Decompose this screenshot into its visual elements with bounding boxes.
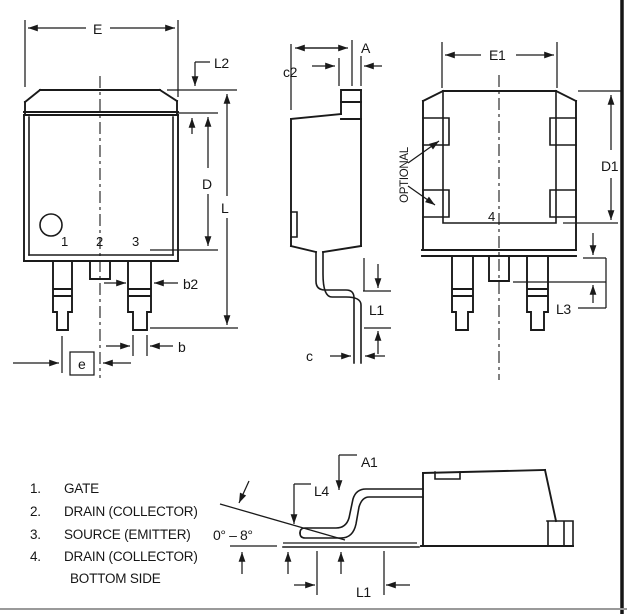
legend-label-4: DRAIN (COLLECTOR) — [64, 549, 198, 564]
profile-view: A1 L4 0° – 8° L1 — [213, 454, 574, 600]
pin-legend: 1. GATE 2. DRAIN (COLLECTOR) 3. SOURCE (… — [30, 481, 198, 586]
legend-num-2: 2. — [30, 504, 41, 519]
front-body-outline — [23, 88, 179, 262]
legend-num-1: 1. — [30, 481, 41, 496]
dim-label-L: L — [221, 200, 229, 216]
legend-label-3: SOURCE (EMITTER) — [64, 527, 191, 542]
back-view: E1 OPTIONAL 4 D1 — [399, 42, 621, 380]
front-dimensions: E L2 D L b2 b e — [13, 20, 238, 376]
dim-label-E1: E1 — [489, 47, 506, 63]
pin-number-1: 1 — [61, 234, 68, 249]
legend-num-3: 3. — [30, 527, 41, 542]
dim-label-c2: c2 — [283, 64, 298, 80]
pin-number-4: 4 — [488, 209, 495, 224]
side-lead-dimensions: L1 c — [306, 258, 391, 364]
profile-dimensions: A1 L4 0° – 8° L1 — [213, 454, 410, 600]
legend-num-4: 4. — [30, 549, 41, 564]
side-view: c2 A L1 c — [283, 40, 391, 364]
side-dimensions: c2 A — [283, 40, 382, 110]
dim-label-D1: D1 — [601, 158, 619, 174]
e-dimension-box — [69, 351, 95, 376]
front-view: E L2 D L b2 b e — [13, 20, 238, 378]
pin-number-3: 3 — [132, 234, 139, 249]
legend-label-bottom-side: BOTTOM SIDE — [70, 571, 161, 586]
angle-label: 0° – 8° — [213, 527, 253, 543]
legend-label-2: DRAIN (COLLECTOR) — [64, 504, 198, 519]
optional-label: OPTIONAL — [399, 146, 411, 203]
side-lead — [315, 251, 362, 364]
seating-plane — [282, 542, 420, 548]
dim-label-A1: A1 — [361, 454, 378, 470]
front-pin-numbers: 1 2 3 — [61, 234, 139, 249]
legend-label-1: GATE — [64, 481, 99, 496]
profile-lead — [299, 488, 424, 539]
back-pins — [451, 255, 549, 331]
pin-number-2: 2 — [96, 234, 103, 249]
dim-label-b2: b2 — [183, 276, 198, 292]
dim-label-D: D — [202, 176, 212, 192]
dim-label-L1-profile: L1 — [356, 584, 371, 600]
optional-note: OPTIONAL — [399, 140, 440, 206]
pin1-index-mark — [39, 213, 63, 237]
profile-body-outline — [420, 468, 574, 547]
dim-label-b: b — [178, 339, 186, 355]
dim-label-L2: L2 — [214, 55, 229, 71]
side-body-outline — [289, 89, 363, 254]
dim-label-L3: L3 — [556, 301, 571, 317]
dim-label-L1-side: L1 — [369, 302, 384, 318]
dim-label-E: E — [93, 21, 102, 37]
dim-label-A: A — [361, 40, 371, 56]
front-pins — [52, 260, 152, 331]
back-dimensions-top: E1 — [441, 42, 558, 88]
back-dimensions-right: D1 L3 — [513, 90, 621, 317]
dim-label-c: c — [306, 348, 313, 364]
dim-label-e: e — [78, 356, 86, 372]
dim-label-L4: L4 — [314, 483, 329, 499]
